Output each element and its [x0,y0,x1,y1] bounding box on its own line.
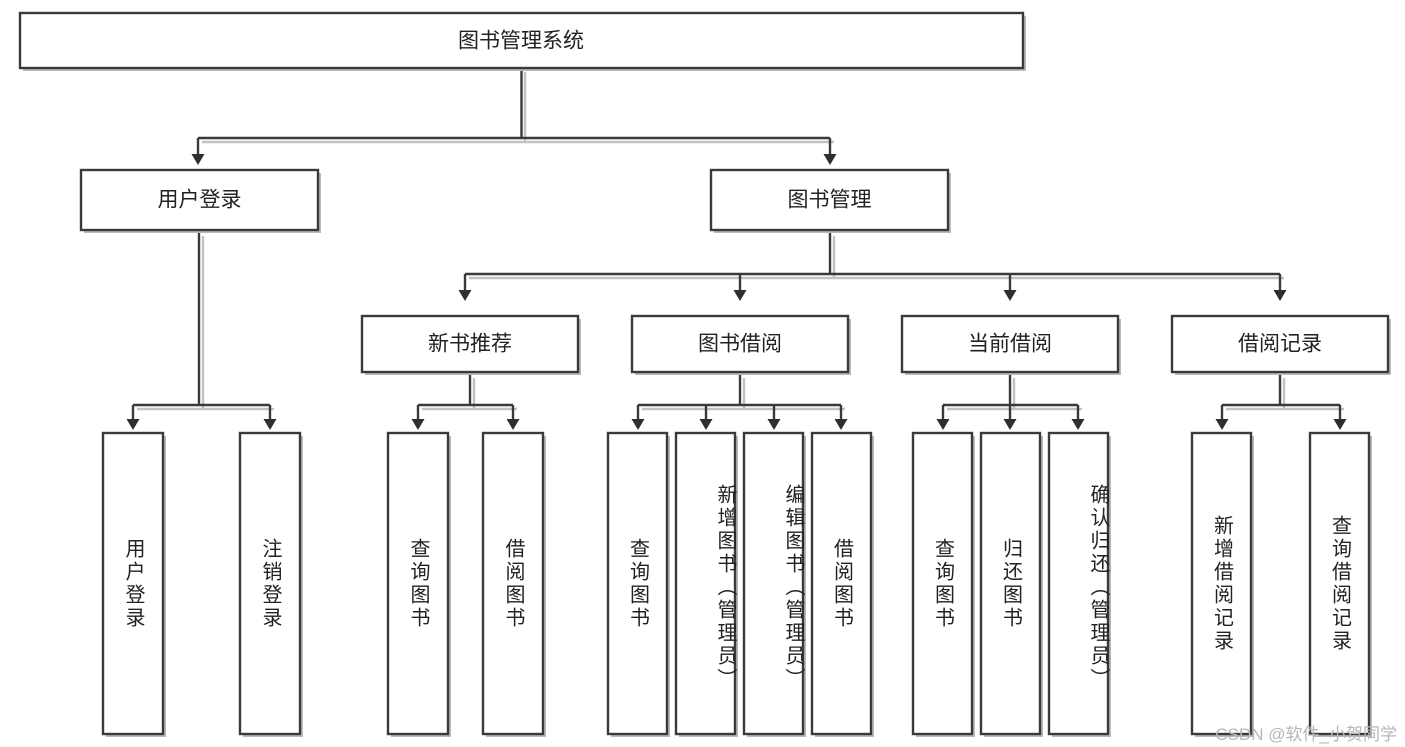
connectors-root-to-level2 [191,68,837,165]
leaf-box-confirm-return-admin[interactable] [1047,431,1111,737]
leaf-box-query-book-2[interactable] [606,431,670,737]
leaf-box-borrow-book-2[interactable] [810,431,874,737]
node-user-login[interactable]: 用户登录 [79,168,321,233]
connectors-records-to-leaves [1215,374,1347,430]
connectors-newbook-to-leaves [411,374,520,430]
leaf-box-add-book-admin[interactable] [674,431,738,737]
node-root-label: 图书管理系统 [458,30,584,53]
leaf-box-add-record[interactable] [1190,431,1254,737]
watermark-text: CSDN @软件_小贺同学 [1215,725,1397,744]
leaf-box-borrow-book-1[interactable] [481,431,546,737]
node-new-book-recommend-label: 新书推荐 [428,333,512,356]
leaf-box-logout[interactable] [238,431,303,737]
node-book-management[interactable]: 图书管理 [709,168,951,233]
leaf-box-edit-book-admin[interactable] [742,431,806,737]
node-current-borrow[interactable]: 当前借阅 [900,314,1121,375]
node-borrow-records[interactable]: 借阅记录 [1170,314,1391,375]
node-book-borrow-label: 图书借阅 [698,333,782,356]
node-book-management-label: 图书管理 [788,189,872,212]
connectors-current-to-leaves [936,374,1085,430]
leaf-box-query-book-1[interactable] [386,431,451,737]
node-borrow-records-label: 借阅记录 [1238,333,1322,356]
connectors-user-login-to-leaves [126,232,277,430]
leaf-box-query-book-3[interactable] [911,431,975,737]
node-user-login-label: 用户登录 [158,189,242,212]
leaf-box-return-book[interactable] [979,431,1043,737]
connectors-level2-to-level3 [458,232,1287,301]
leaf-box-user-login[interactable] [101,431,166,737]
node-current-borrow-label: 当前借阅 [968,333,1052,356]
connectors-borrow-to-leaves [631,374,848,430]
node-new-book-recommend[interactable]: 新书推荐 [360,314,581,375]
node-book-borrow[interactable]: 图书借阅 [630,314,851,375]
node-root[interactable]: 图书管理系统 [18,11,1026,71]
leaf-box-query-record[interactable] [1308,431,1372,737]
